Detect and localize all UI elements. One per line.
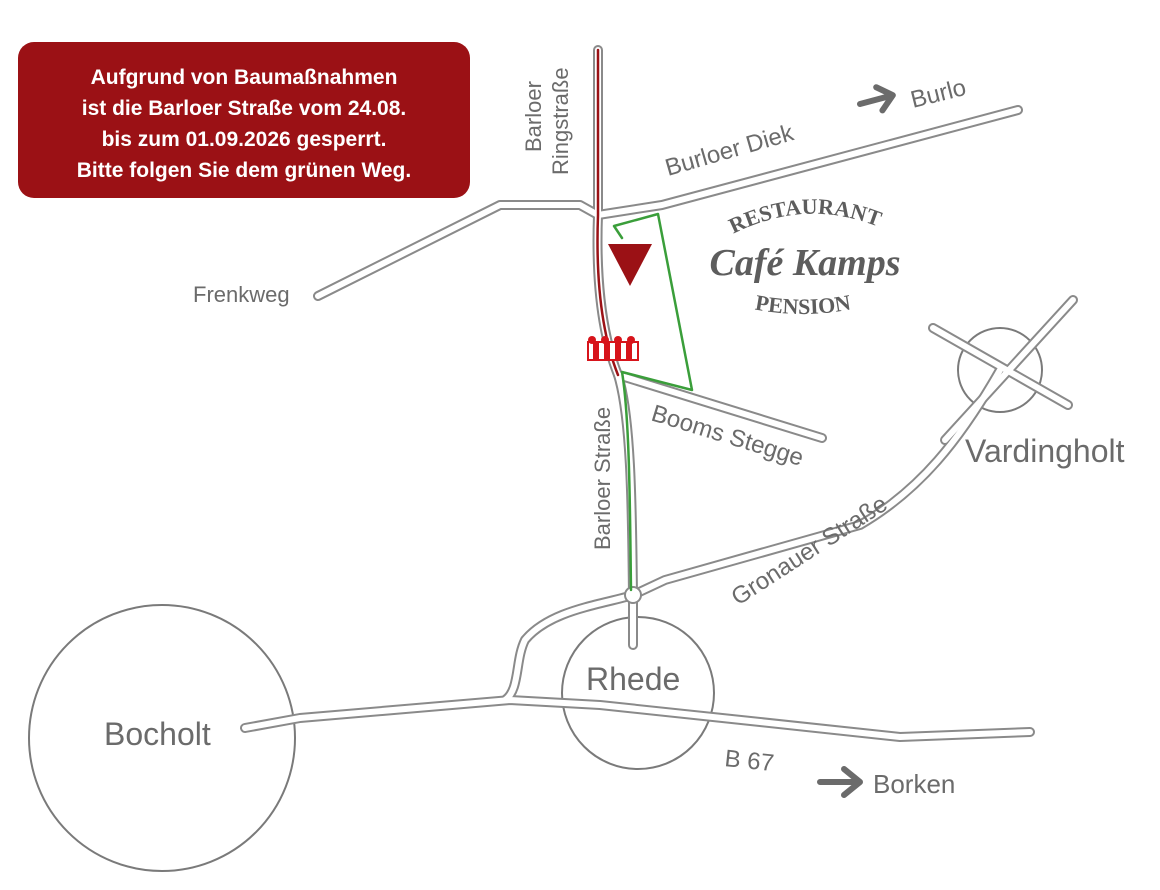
- label-frenkweg: Frenkweg: [193, 282, 290, 307]
- logo-pension: PENSION: [754, 290, 853, 319]
- label-burlo: Burlo: [908, 74, 969, 114]
- label-bocholt: Bocholt: [104, 716, 211, 752]
- triangle-down-marker-icon: [608, 244, 652, 286]
- arrow-right-icon: [817, 766, 863, 798]
- label-b67: B 67: [723, 745, 775, 777]
- notice-line: Bitte folgen Sie dem grünen Weg.: [76, 159, 412, 182]
- detour-route: [612, 212, 694, 592]
- logo-restaurant: RESTAURANT: [725, 194, 886, 239]
- label-rhede: Rhede: [586, 661, 680, 697]
- bocholt-circle: [28, 604, 296, 872]
- closure-notice: Aufgrund von Baumaßnahmen ist die Barloe…: [18, 42, 470, 198]
- logo-cafe-kamps: Café Kamps: [709, 242, 900, 284]
- cafe-kamps-logo: RESTAURANT Café Kamps PENSION: [709, 194, 900, 319]
- arrow-right-icon: [857, 84, 896, 114]
- label-ringstrasse: Ringstraße: [548, 67, 573, 175]
- notice-line: bis zum 01.09.2026 gesperrt.: [101, 128, 387, 151]
- notice-line: Aufgrund von Baumaßnahmen: [90, 66, 398, 89]
- label-barloer-strasse: Barloer Straße: [590, 407, 615, 550]
- label-vardingholt: Vardingholt: [965, 433, 1125, 469]
- label-borken: Borken: [873, 769, 955, 799]
- roundabout: [624, 586, 642, 604]
- label-barloer: Barloer: [521, 81, 546, 152]
- notice-line: ist die Barloer Straße vom 24.08.: [81, 97, 407, 120]
- road-barrier-icon: [587, 336, 639, 361]
